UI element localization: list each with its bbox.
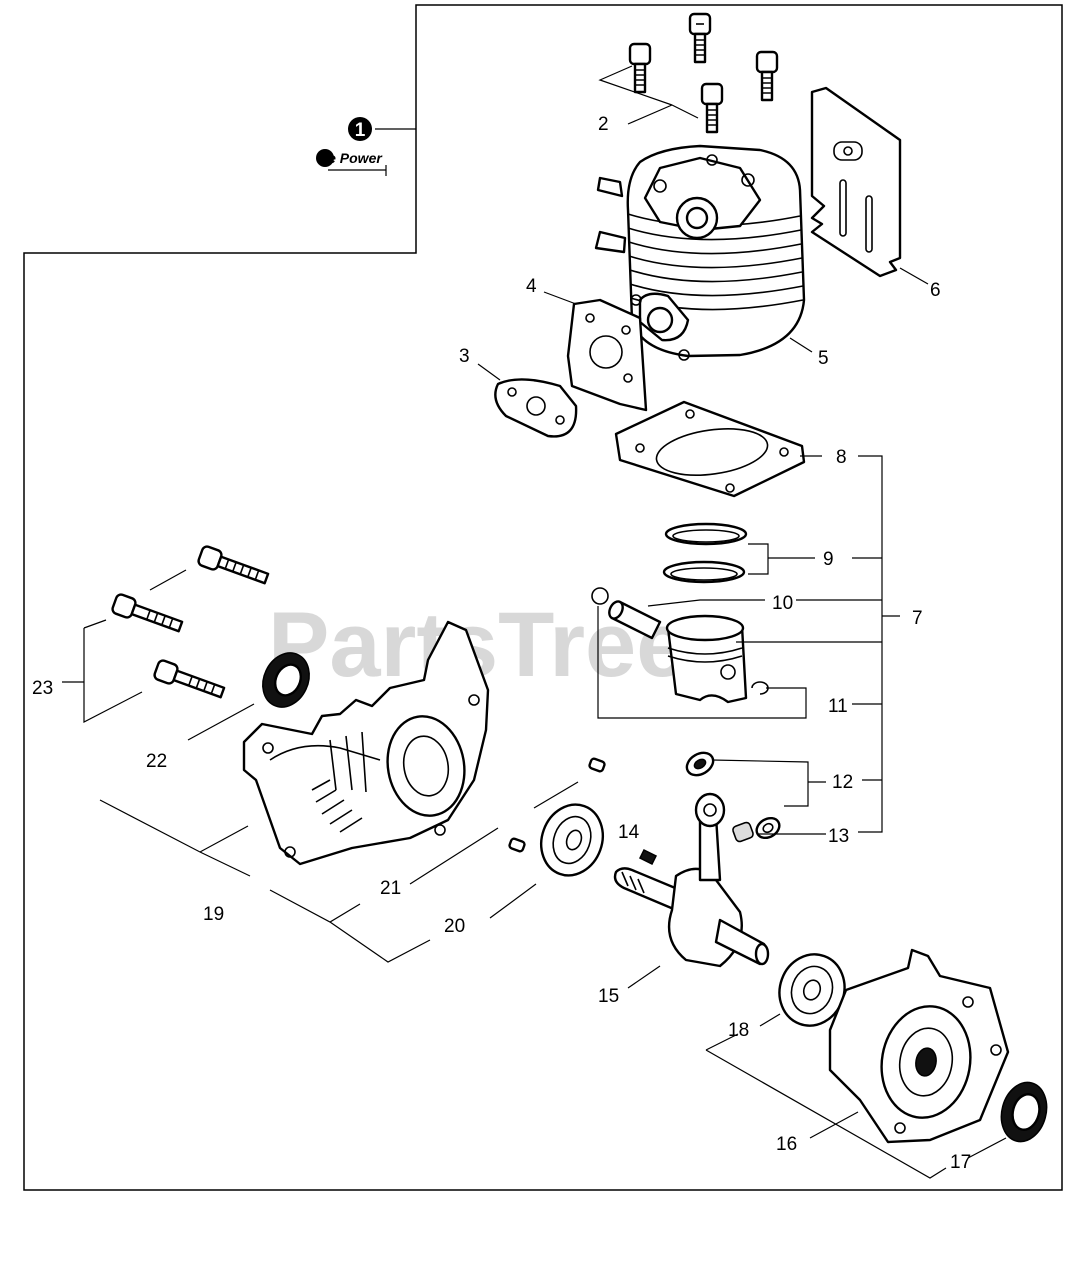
dowel-pins[interactable] [508,757,606,853]
callout-23[interactable]: 23 [32,678,53,699]
crank-washers[interactable] [683,748,826,843]
crankshaft[interactable] [613,792,770,989]
callout-12[interactable]: 12 [832,772,853,793]
callout-8[interactable]: 8 [836,447,847,468]
callout-9[interactable]: 9 [823,549,834,570]
left-bearing[interactable] [531,796,612,884]
callout-5[interactable]: 5 [818,348,829,369]
callout-3[interactable]: 3 [459,346,470,367]
callout-14[interactable]: 14 [618,822,640,843]
cylinder-gasket[interactable] [614,400,822,498]
callout-21[interactable]: 21 [380,878,401,899]
cylinder[interactable] [594,144,813,361]
piston-assembly[interactable] [591,587,882,719]
callout-16[interactable]: 16 [776,1134,797,1155]
callout-6[interactable]: 6 [930,280,941,301]
leader-16-17 [705,1013,1007,1179]
repower-badge[interactable]: 1 Re Power [316,117,416,176]
cylinder-bolts[interactable] [598,12,779,134]
repower-logo-icon [316,149,334,167]
callout-15[interactable]: 15 [598,986,619,1007]
diagram-frame [23,4,1063,1191]
badge-label: Re Power [318,150,383,166]
callout-18[interactable]: 18 [728,1020,749,1041]
callout-4[interactable]: 4 [526,276,537,297]
callout-11[interactable]: 11 [828,696,848,717]
heat-shield[interactable] [810,86,929,285]
callout-7[interactable]: 7 [912,608,923,629]
insulator-gasket[interactable] [543,291,648,412]
intake-gasket[interactable] [477,363,578,438]
badge-circle [348,117,372,141]
callout-2[interactable]: 2 [598,114,609,135]
callout-19[interactable]: 19 [203,904,224,925]
callout-20[interactable]: 20 [444,916,465,937]
oil-seal-right[interactable] [995,1077,1053,1146]
piston-rings[interactable] [662,522,815,584]
badge-number: 1 [355,120,366,141]
right-bearing[interactable] [770,945,855,1035]
oil-seal-left[interactable] [187,645,318,741]
callout-17[interactable]: 17 [950,1152,971,1173]
crankcase-screws[interactable] [62,545,270,723]
callout-22[interactable]: 22 [146,751,167,772]
kit-bracket [796,455,900,833]
leader-19-20-21 [99,799,537,963]
crankcase-right[interactable] [809,948,1010,1144]
crankcase-left[interactable] [242,620,490,866]
callout-13[interactable]: 13 [828,826,849,847]
callout-10[interactable]: 10 [772,593,793,614]
